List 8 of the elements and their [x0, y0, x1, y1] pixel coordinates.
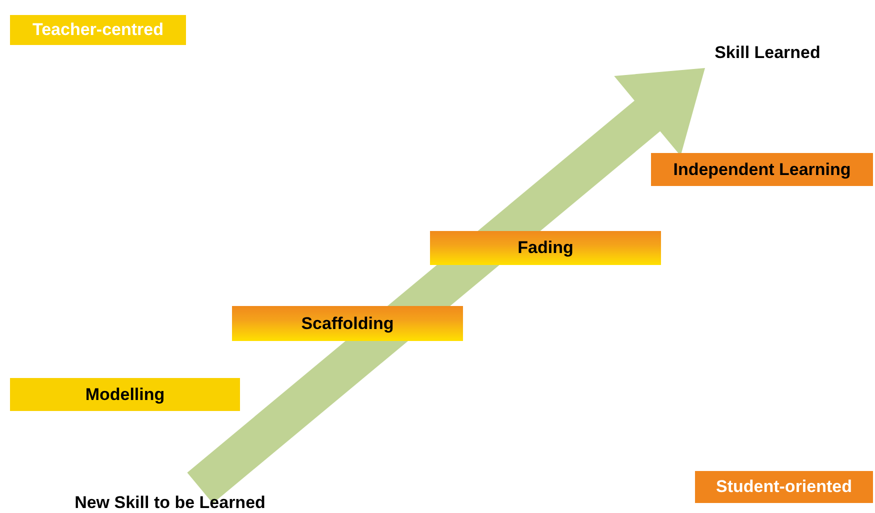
stage-label: Modelling	[10, 378, 240, 411]
stage-text: New Skill to be Learned	[74, 493, 266, 513]
stage-label: Fading	[430, 231, 661, 265]
stage-label: Independent Learning	[651, 153, 873, 186]
stage-text: Skill Learned	[714, 43, 820, 63]
stage-label: Scaffolding	[232, 306, 463, 341]
stage-label: Student-oriented	[695, 471, 873, 503]
stage-label: Teacher-centred	[10, 15, 186, 45]
